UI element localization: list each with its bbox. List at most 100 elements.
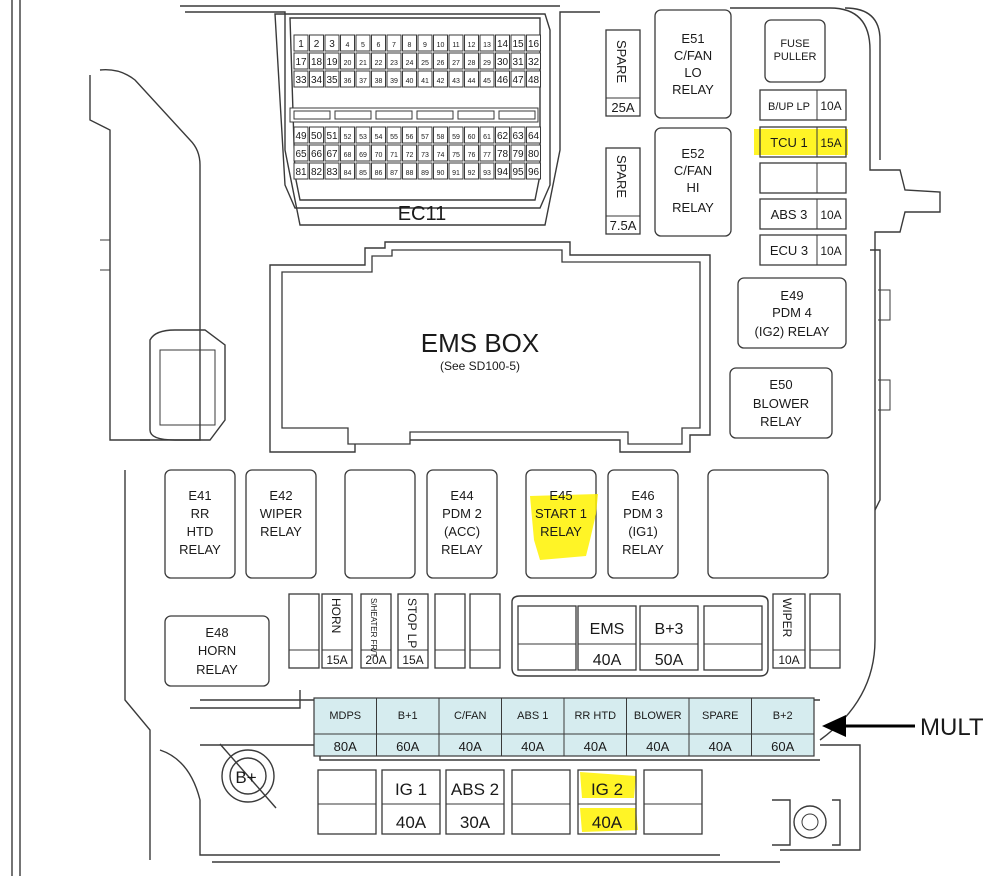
ec11-pin-number: 96 <box>528 167 540 178</box>
e49-pdm4-ig2-relay[interactable]: E49 PDM 4 (IG2) RELAY <box>737 277 847 349</box>
ec11-pin <box>340 126 355 144</box>
relay-label-line: (IG1) <box>628 524 658 539</box>
bottom-fuse-6[interactable] <box>643 769 703 835</box>
e48-line-3: RELAY <box>196 662 238 677</box>
multi-fuse-cell-5[interactable]: RR HTD 40A <box>574 710 616 754</box>
e51-line-4: RELAY <box>672 82 714 97</box>
cartridge-fuse-4[interactable] <box>703 605 763 671</box>
right-fuse-rating: 15A <box>820 136 841 150</box>
e49-line-3: (IG2) RELAY <box>755 324 830 339</box>
ec11-pin <box>402 34 417 52</box>
e52-cfan-hi-relay[interactable]: E52 C/FAN HI RELAY <box>654 127 732 237</box>
ec11-pin <box>371 70 386 88</box>
e52-line-1: E52 <box>681 146 704 161</box>
spare-fuse-1[interactable]: SPARE 25A <box>605 29 641 117</box>
right-fuse-name: TCU 1 <box>770 135 808 150</box>
ec11-pin <box>495 70 510 88</box>
ec11-pin-number: 59 <box>452 134 460 141</box>
mini-fuse-1[interactable] <box>288 593 320 669</box>
ec11-pin <box>433 70 448 88</box>
relay-label-line: PDM 2 <box>442 506 482 521</box>
ec11-pin-number: 39 <box>390 78 398 85</box>
multi-fuse-rating: 40A <box>459 739 482 754</box>
spare-slot-right[interactable] <box>809 593 841 669</box>
multi-fuse-name: RR HTD <box>574 710 616 722</box>
e50-blower-relay[interactable]: E50 BLOWER RELAY <box>729 367 833 439</box>
ec11-pin-number: 77 <box>483 152 491 159</box>
ec11-pin-number: 91 <box>452 170 460 177</box>
ec11-pin <box>479 34 495 52</box>
e51-cfan-lo-relay[interactable]: E51 C/FAN LO RELAY <box>654 9 732 119</box>
ec11-pin-number: 13 <box>483 42 491 49</box>
mini-fuse-5[interactable] <box>434 593 466 669</box>
bottom-fuse-1[interactable] <box>317 769 377 835</box>
wiper-fuse[interactable]: WIPER 10A <box>772 593 806 669</box>
e48-horn-relay[interactable]: E48 HORN RELAY <box>164 615 270 687</box>
ems-box-title: EMS BOX <box>421 328 539 358</box>
spare-fuse-2[interactable]: SPARE 7.5A <box>605 147 641 235</box>
ec11-pin <box>526 126 541 144</box>
bottom-fuse-4[interactable] <box>511 769 571 835</box>
ec11-pin <box>433 34 448 52</box>
right-fuse-2[interactable]: TCU 1 15A <box>754 126 848 158</box>
e51-line-1: E51 <box>681 31 704 46</box>
mini-fuse-6[interactable] <box>469 593 501 669</box>
right-fuse-3[interactable] <box>759 162 847 194</box>
fuse-puller[interactable]: FUSE PULLER <box>764 19 826 83</box>
e52-line-4: RELAY <box>672 200 714 215</box>
ec11-pin-number: 62 <box>497 131 509 142</box>
multi-fuse-rating: 40A <box>584 739 607 754</box>
relay-label-line: E45 <box>549 488 572 503</box>
mini-fuse-name: STOP LP <box>405 598 419 648</box>
ec11-key-slot <box>457 110 495 120</box>
ec11-pin-number: 34 <box>311 75 323 86</box>
ec11-pin-number: 73 <box>421 152 429 159</box>
relay-slot-3[interactable] <box>344 469 416 579</box>
ec11-pin <box>386 52 402 70</box>
relay-label-line: RR <box>191 506 210 521</box>
e50-line-3: RELAY <box>760 414 802 429</box>
ec11-pin <box>464 162 479 180</box>
ec11-pin <box>386 126 402 144</box>
ec11-pin <box>448 34 464 52</box>
arrow-left-icon <box>822 715 846 737</box>
highlight-mark <box>580 772 636 798</box>
ec11-pin-number: 15 <box>512 39 524 50</box>
highlight-mark <box>580 808 638 832</box>
relay-label-line: HTD <box>187 524 214 539</box>
ec11-pin-number: 71 <box>390 152 398 159</box>
ec11-pin <box>464 126 479 144</box>
bplus-terminal[interactable]: B+ <box>219 743 277 809</box>
relay-slot-7[interactable] <box>707 469 829 579</box>
ec11-pin-number: 5 <box>361 42 365 49</box>
ems-box[interactable]: EMS BOX (See SD100-5) <box>269 241 711 453</box>
ec11-pin <box>309 34 324 52</box>
cartridge-fuse-1[interactable] <box>517 605 577 671</box>
ec11-pin <box>340 162 355 180</box>
